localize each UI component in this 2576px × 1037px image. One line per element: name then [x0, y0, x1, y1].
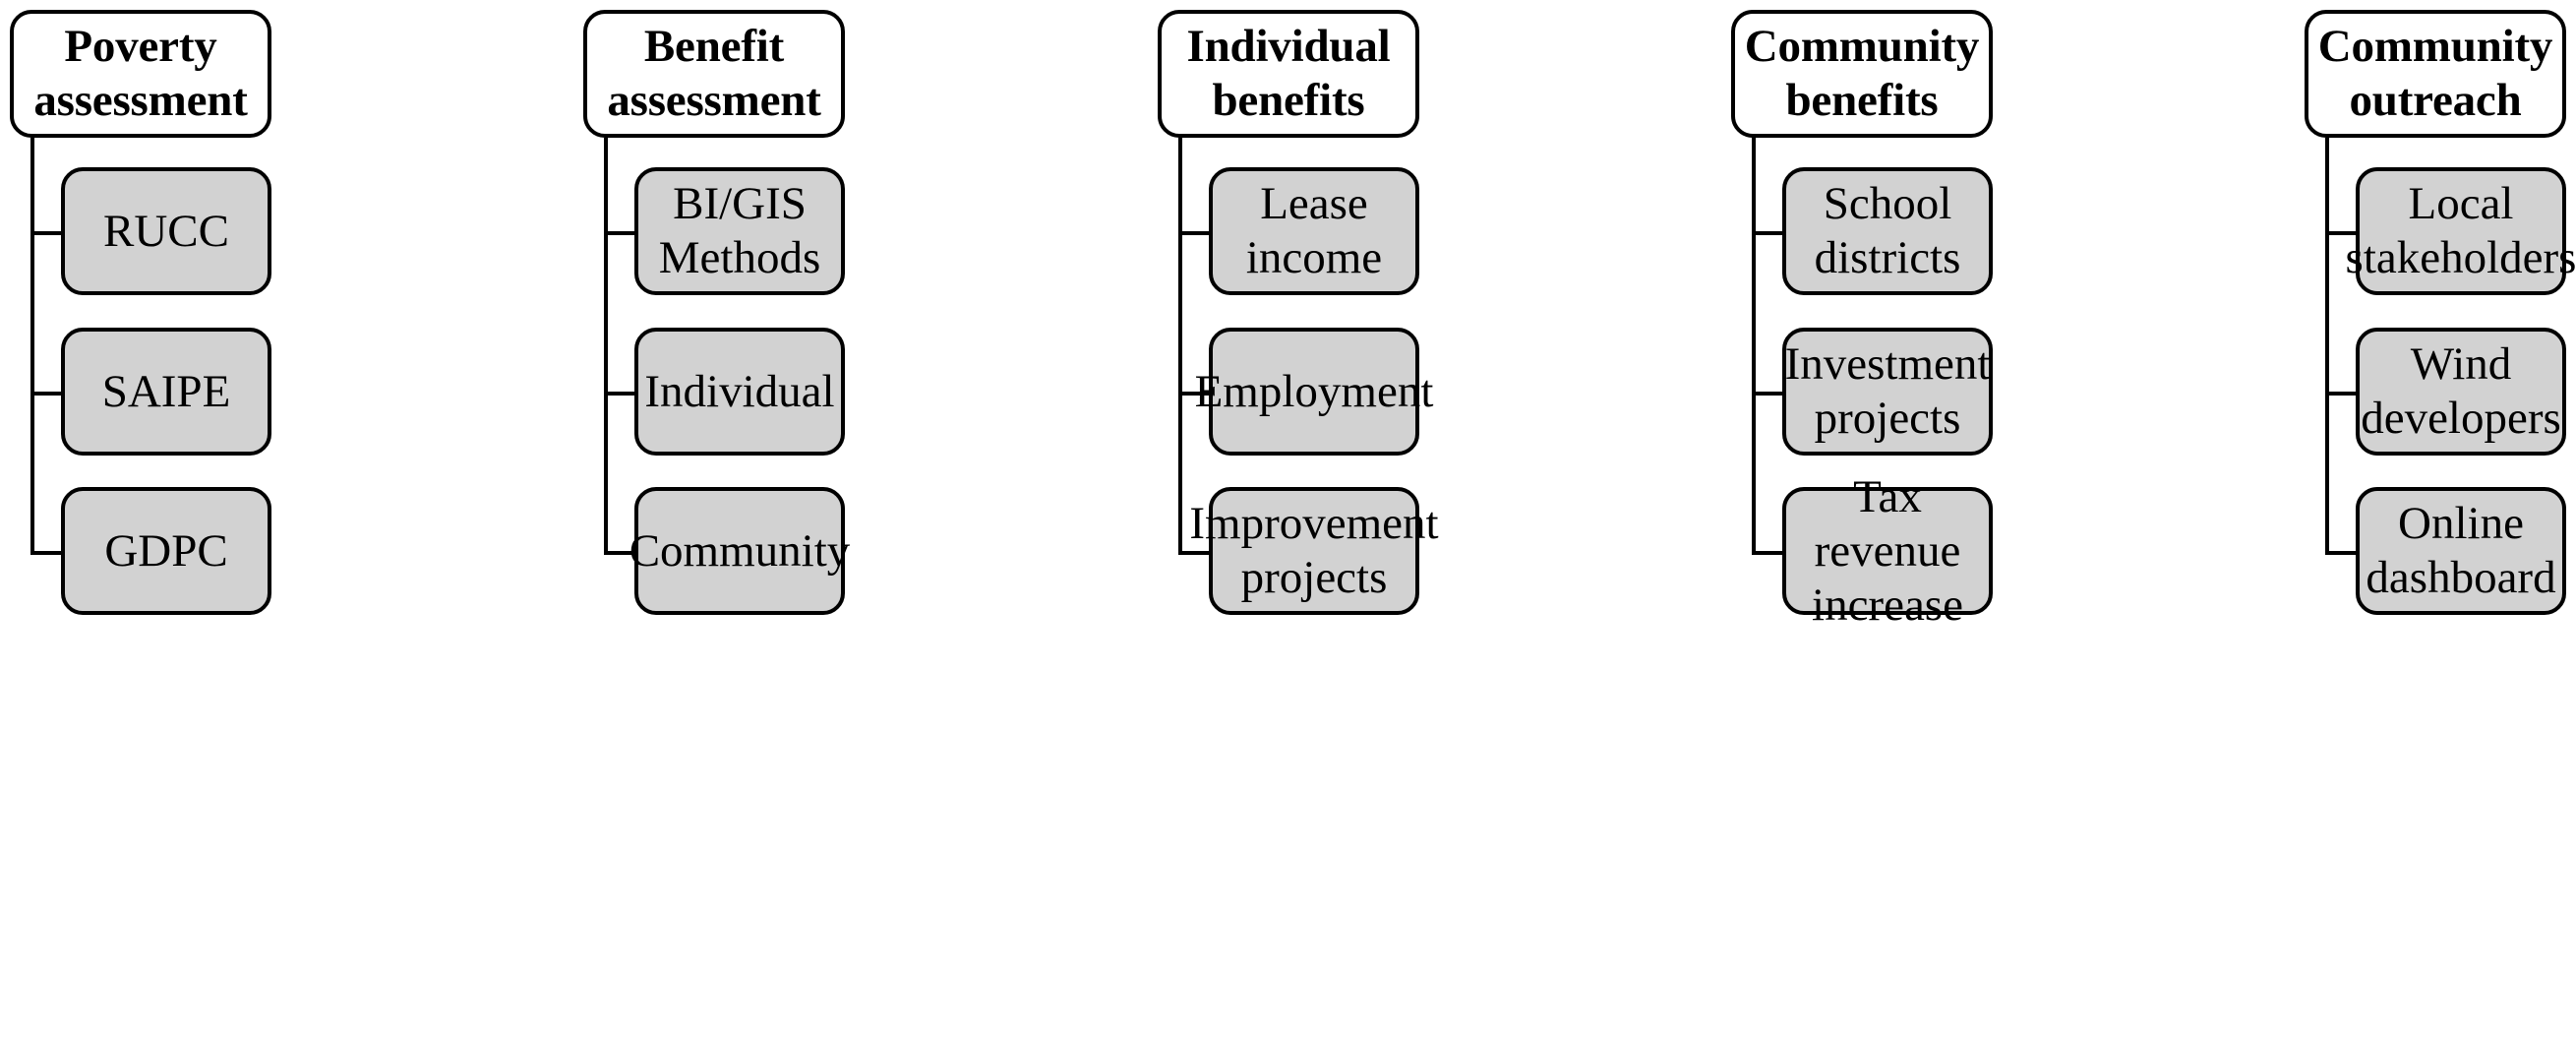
connector-stub-online-dashboard [2325, 551, 2360, 555]
connector-trunk-community-benefits [1752, 138, 1756, 555]
child-label2-bi-gis-methods: Methods [658, 232, 821, 283]
header-label2-individual-benefits: benefits [1212, 75, 1365, 126]
header-label2-community-benefits: benefits [1785, 75, 1939, 126]
header-label2-community-outreach: outreach [2349, 75, 2522, 126]
connector-stub-wind-developers [2325, 392, 2360, 396]
connector-trunk-individual-benefits [1178, 138, 1182, 555]
connector-stub-employment [1178, 392, 1213, 396]
child-box-individual[interactable]: Individual [634, 328, 845, 456]
child-label2-lease-income: income [1245, 232, 1383, 283]
connector-stub-tax-revenue-increase [1752, 551, 1786, 555]
child-box-employment[interactable]: Employment [1195, 328, 1433, 456]
header-label2-poverty-assessment: assessment [33, 75, 248, 126]
child-label-individual: Individual [644, 365, 835, 417]
connector-stub-local-stakeholders [2325, 231, 2360, 235]
child-box-community[interactable]: Community [629, 487, 850, 615]
child-label-employment: Employment [1194, 365, 1434, 417]
connector-stub-school-districts [1752, 231, 1786, 235]
connector-stub-community [604, 551, 638, 555]
child-box-saipe[interactable]: SAIPE [61, 328, 271, 456]
connector-trunk-poverty-assessment [30, 138, 34, 555]
child-label2-improvement-projects: projects [1240, 552, 1388, 603]
child-box-rucc[interactable]: RUCC [61, 167, 271, 295]
connector-trunk-community-outreach [2325, 138, 2329, 555]
child-label-gdpc: GDPC [104, 524, 228, 577]
child-label-community: Community [629, 524, 851, 577]
child-label2-wind-developers: developers [2361, 393, 2561, 444]
header-label2-benefit-assessment: assessment [607, 75, 821, 126]
child-box-gdpc[interactable]: GDPC [61, 487, 271, 615]
connector-trunk-benefit-assessment [604, 138, 608, 555]
child-label2-school-districts: districts [1814, 232, 1961, 283]
connector-stub-saipe [30, 392, 65, 396]
connector-stub-gdpc [30, 551, 65, 555]
child-label2-online-dashboard: dashboard [2366, 552, 2556, 603]
connector-stub-lease-income [1178, 231, 1213, 235]
child-label2-investment-projects: projects [1814, 393, 1961, 444]
connector-stub-rucc [30, 231, 65, 235]
child-label2-local-stakeholders: stakeholders [2345, 232, 2576, 283]
connector-stub-individual [604, 392, 638, 396]
child-label2-tax-revenue-increase: increase [1812, 579, 1963, 631]
child-label-saipe: SAIPE [101, 365, 231, 417]
connector-stub-bi-gis-methods [604, 231, 638, 235]
child-label-rucc: RUCC [103, 205, 229, 257]
connector-stub-improvement-projects [1178, 551, 1213, 555]
connector-stub-investment-projects [1752, 392, 1786, 396]
